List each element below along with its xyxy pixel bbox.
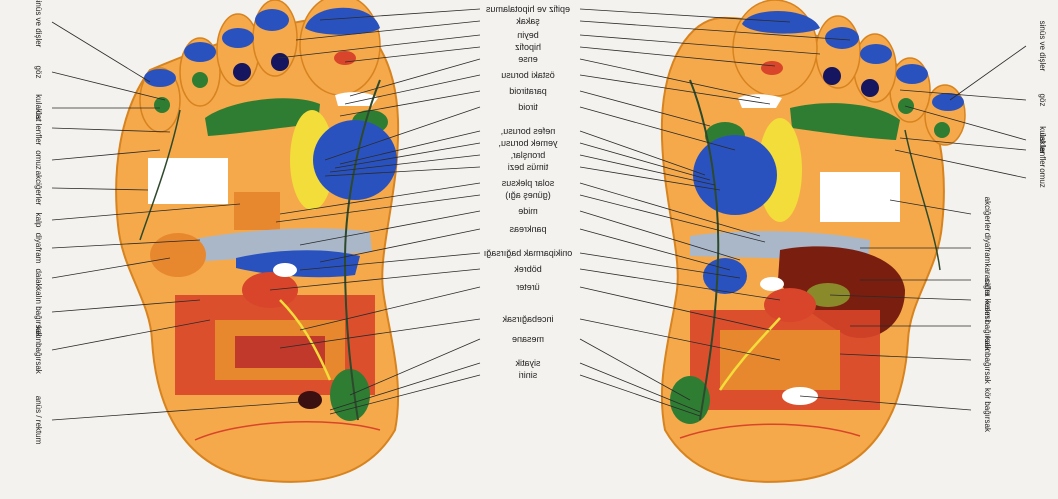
right-sinus-zone-2 [896,64,928,84]
organ-label: tiroid [518,102,538,112]
right-foot [662,0,965,482]
organ-label: paratiroid [509,86,547,96]
right-eye-zone-2 [823,67,841,85]
right-ear-zone-1 [934,122,950,138]
side-organ-label: anüs / rektum [34,396,43,445]
left-sinus-zone-2 [184,42,216,62]
organ-label: nefes borusu, [501,126,556,136]
organ-label: pankreas [509,224,547,234]
organ-label: bronşlar, [511,150,546,160]
organ-label: mide [518,206,538,216]
left-foot [116,0,398,482]
organ-label: üreter [516,282,540,292]
side-organ-label: göz [1038,94,1047,107]
side-leader-right [950,46,1026,100]
side-organ-label: kalp [34,213,43,228]
organ-label: mesane [512,334,544,344]
right-pituitary-zone [761,61,783,75]
side-organ-label: üst lenfler [34,111,43,146]
organ-label: (güneş ağı) [505,190,551,200]
organ-label: yemek borusu, [498,138,557,148]
organ-label: siniri [519,370,538,380]
right-sinus-zone-3 [860,44,892,64]
right-eye-zone-1 [861,79,879,97]
organ-label: hipofiz [514,42,541,52]
left-adrenal-zone [273,263,297,277]
organ-label: incebağırsak [502,314,554,324]
side-leader-left [52,22,150,82]
organ-label: epifiz ve hipotalamus [485,4,570,14]
organ-label: solar pleksus [501,178,554,188]
right-adrenal-zone [760,277,784,291]
organ-label: timüs bezi [508,162,549,172]
organ-label: ense [518,54,538,64]
right-neck-zone [738,94,782,108]
left-sinus-zone-3 [222,28,254,48]
left-eye-zone-1 [233,63,251,81]
left-ear-zone-2 [192,72,208,88]
side-organ-label: omuz [34,150,43,170]
side-organ-label: kalınbağırsak [983,336,992,385]
left-rectum-zone [298,391,322,409]
side-organ-label: akciğerler [34,171,43,206]
side-organ-label: akciğerler [983,197,992,232]
organ-label: şakak [516,16,540,26]
side-organ-label: diyafram [983,233,992,264]
side-organ-label: göz [34,66,43,79]
side-organ-label: omuz [1038,168,1047,188]
side-organ-label: sinüs ve dişler [1038,21,1047,72]
organ-label: onikiparmak bağırsağı [484,248,573,258]
left-eye-zone-2 [271,53,289,71]
left-sinus-zone-1 [144,69,176,87]
side-organ-label: üst lenfler [1038,133,1047,168]
left-spleen-zone [150,233,206,277]
right-sinus-zone-4 [825,27,859,49]
right-lung-white-zone [820,172,900,222]
left-pituitary-zone [334,51,356,65]
organ-label: beyin [517,30,539,40]
left-sinus-zone-4 [255,9,289,31]
side-organ-label: kör bağırsak [983,388,992,433]
side-organ-label: dalak [34,268,43,288]
left-heart-zone [234,192,280,230]
side-organ-label: diyafram [34,233,43,264]
right-bronchi-zone [693,135,777,215]
side-organ-label: sinüs ve dişler [34,0,43,48]
right-sinus-zone-1 [932,93,964,111]
organ-label: östaki borusu [501,70,555,80]
side-organ-label: kalınbağırsak [34,326,43,375]
organ-label: böbrek [514,264,542,274]
organ-label: siyatik [515,358,541,368]
